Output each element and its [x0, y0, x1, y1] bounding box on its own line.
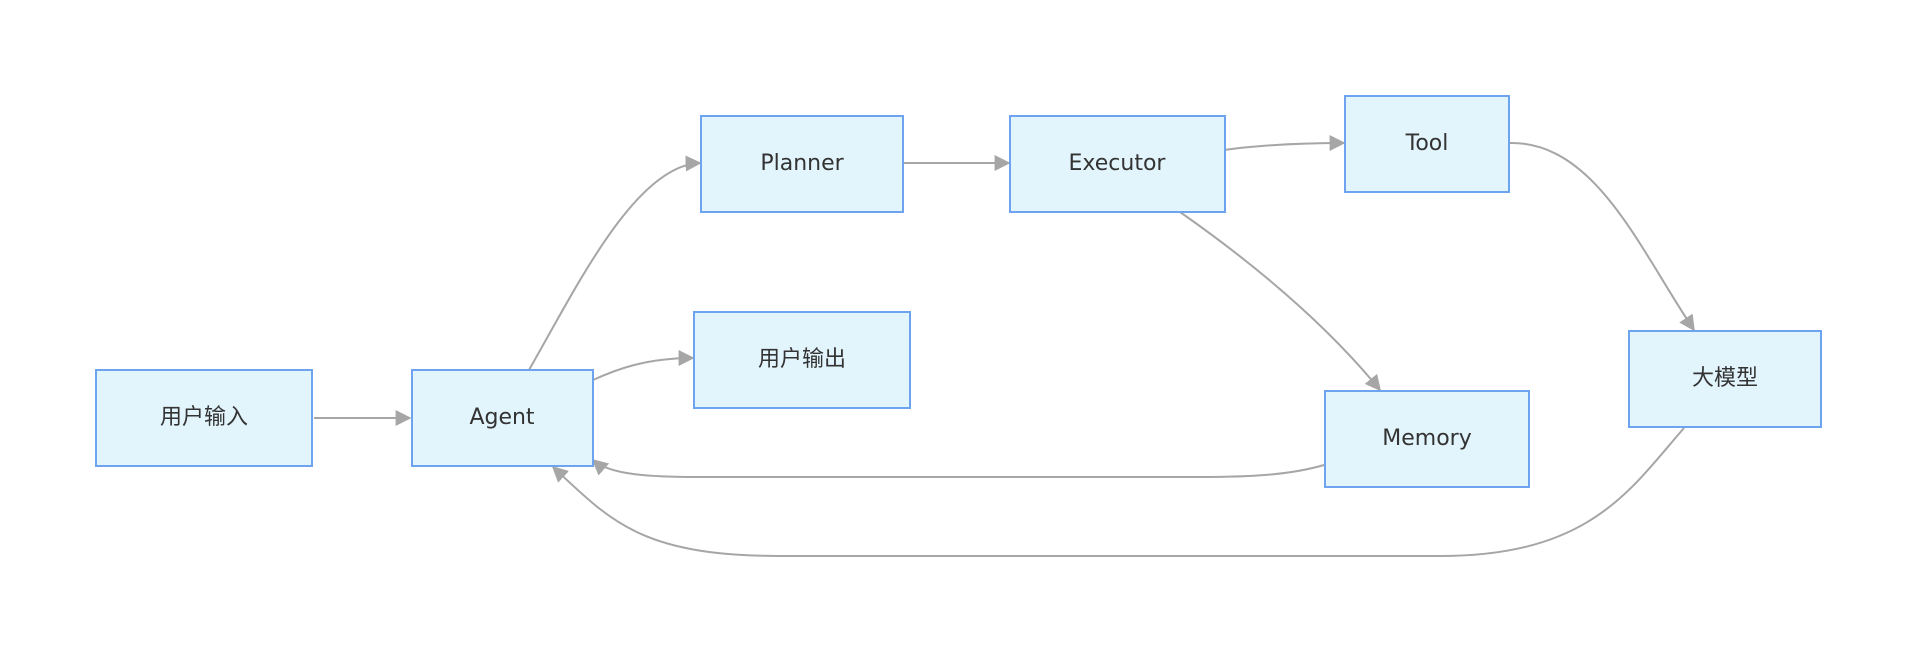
node-llm-label: 大模型 [1692, 366, 1758, 391]
node-user-input-label: 用户输入 [160, 405, 248, 430]
edge-executor-to-tool [1223, 135, 1346, 152]
node-executor-label: Executor [1069, 151, 1167, 176]
node-planner-label: Planner [760, 151, 844, 176]
node-user-input: 用户输入 [95, 369, 313, 467]
edge-llm-to-agent [551, 427, 1685, 557]
node-planner: Planner [700, 115, 904, 213]
node-agent: Agent [411, 369, 594, 467]
node-llm: 大模型 [1628, 330, 1822, 428]
node-tool: Tool [1344, 95, 1510, 193]
node-memory-label: Memory [1382, 426, 1471, 451]
edge-tool-to-llm [1507, 141, 1695, 332]
node-tool-label: Tool [1405, 131, 1449, 156]
node-executor: Executor [1009, 115, 1226, 213]
node-user-output: 用户输出 [693, 311, 911, 409]
edge-memory-to-agent [591, 458, 1325, 478]
node-user-output-label: 用户输出 [758, 347, 846, 372]
node-agent-label: Agent [469, 405, 534, 430]
edge-executor-to-memory [1179, 211, 1382, 392]
node-memory: Memory [1324, 390, 1530, 488]
edge-agent-to-planner [528, 155, 702, 371]
edge-agent-to-user-output [592, 350, 695, 381]
